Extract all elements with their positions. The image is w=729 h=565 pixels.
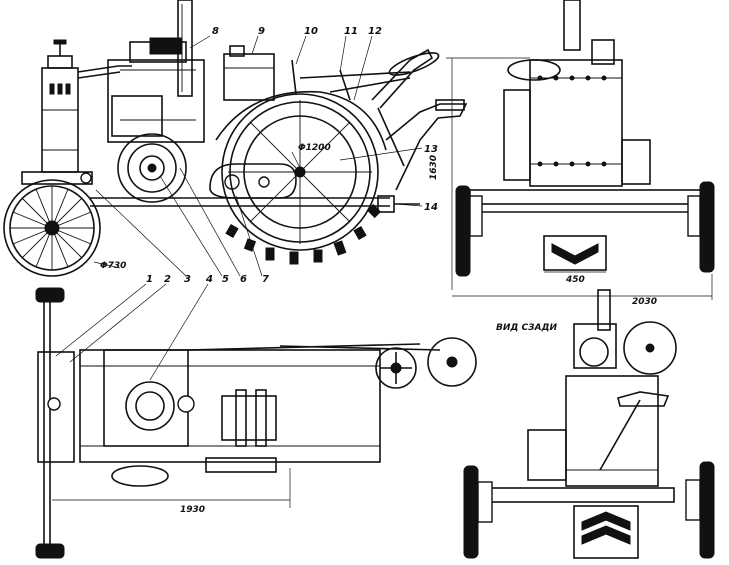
- flywheel: [117, 133, 187, 203]
- rear-wheel: [221, 93, 379, 251]
- callout-8: 8: [212, 26, 219, 37]
- callout-6: 6: [240, 274, 247, 285]
- callout-13: 13: [424, 144, 438, 155]
- callout-14: 14: [424, 202, 438, 213]
- callouts-top: 8 9 10 11 12 13 14: [189, 26, 438, 213]
- callout-3: 3: [184, 274, 191, 285]
- top-view: 1930: [35, 287, 477, 559]
- top-view-radiator: [37, 351, 75, 463]
- callout-1: 1: [146, 274, 153, 285]
- callout-12: 12: [368, 26, 382, 37]
- callout-11: 11: [344, 26, 358, 37]
- callout-2: 2: [164, 274, 171, 285]
- front-view-left-wheel: [455, 185, 471, 277]
- rear-view-left-wheel: [463, 465, 479, 559]
- track-width-dim-label: 2030: [632, 297, 657, 307]
- rear-view-title: ВИД СЗАДИ: [496, 323, 558, 333]
- callout-7: 7: [262, 274, 269, 285]
- side-view: Φ730 Φ1200 8 9 10 11 12 13 14 1 2 3: [3, 0, 468, 381]
- front-view: 1630 2030 450: [429, 0, 715, 307]
- callout-10: 10: [304, 26, 318, 37]
- wheelbase-dim-label: 1930: [180, 505, 205, 515]
- rear-view-right-wheel: [699, 461, 715, 559]
- front-wheel-diameter-label: Φ730: [100, 261, 126, 271]
- engine-block: [107, 59, 205, 143]
- rear-view: ВИД СЗАДИ: [463, 289, 715, 559]
- callouts-bottom: 1 2 3 4 5 6 7: [55, 167, 269, 381]
- callout-5: 5: [222, 274, 229, 285]
- fuel-tank: [223, 53, 275, 101]
- height-dim-label: 1630: [429, 155, 439, 180]
- exhaust-pipe: [177, 0, 193, 97]
- front-wheel: [3, 179, 101, 277]
- callout-4: 4: [205, 274, 213, 285]
- rear-wheel-diameter-label: Φ1200: [298, 143, 331, 153]
- front-track-dim-label: 450: [565, 275, 585, 285]
- front-view-right-wheel: [699, 181, 715, 273]
- callout-9: 9: [258, 26, 265, 37]
